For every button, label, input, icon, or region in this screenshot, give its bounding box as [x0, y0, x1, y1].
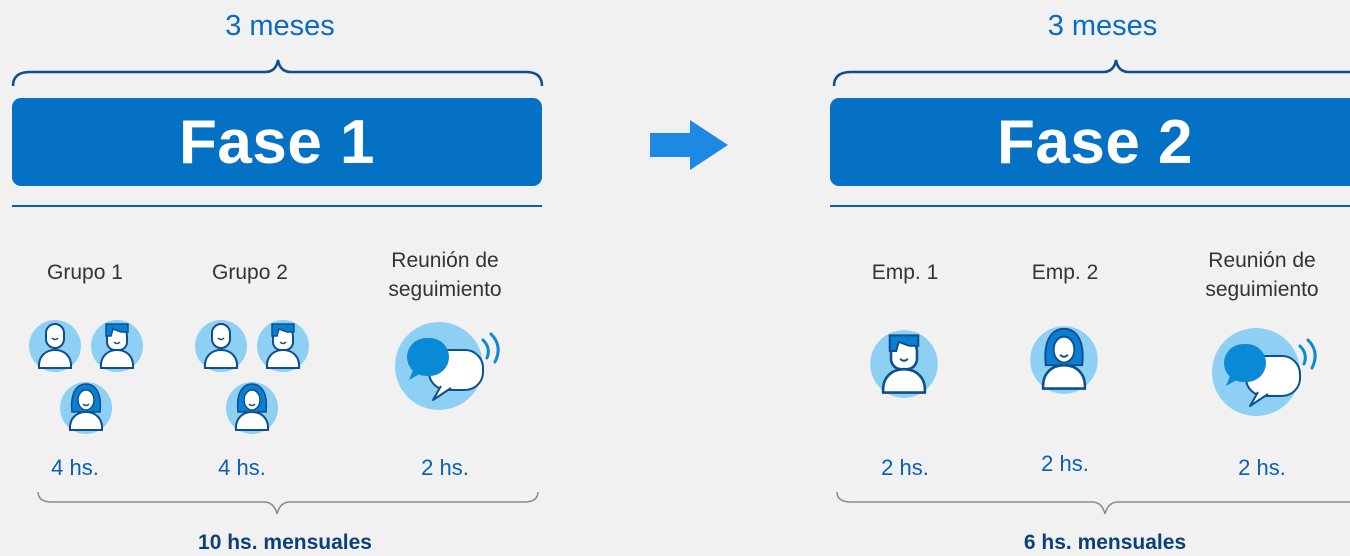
column-label-grupo-2: Grupo 2: [212, 261, 288, 284]
phase-2-title: Fase 2: [830, 98, 1350, 186]
column-label-grupo-1: Grupo 1: [47, 261, 123, 284]
hours-grupo-2: 4 hs.: [218, 455, 266, 480]
phase-2-duration: 3 meses: [1047, 10, 1158, 42]
phase-1-duration: 3 meses: [225, 10, 335, 42]
chat-bubbles-icon: [393, 320, 500, 412]
column-label-emp-2: Emp. 2: [1031, 261, 1099, 284]
hours-emp-1: 2 hs.: [881, 455, 929, 480]
phase-2-total: 6 hs. mensuales: [1023, 531, 1187, 554]
column-label-reunion-2: Reunión de seguimiento: [1205, 249, 1319, 301]
group-icon: [194, 319, 310, 435]
bottom-brace-phase-2: [836, 491, 1350, 515]
phase-2-panel: 3 meses Fase 2 Emp. 1 Emp. 2 Reunión de …: [815, 0, 1350, 555]
phase-1-divider: [12, 205, 542, 207]
top-brace-phase-2: [832, 59, 1350, 87]
hours-reunion-2: 2 hs.: [1238, 455, 1286, 480]
phase-1-total: 10 hs. mensuales: [198, 531, 372, 554]
bottom-brace-phase-1: [37, 491, 539, 515]
hours-grupo-1: 4 hs.: [51, 455, 99, 480]
arrow-right-icon: [650, 120, 728, 170]
chat-bubbles-icon: [1210, 326, 1317, 418]
phase-1-title: Fase 1: [12, 98, 542, 186]
hours-emp-2: 2 hs.: [1041, 451, 1089, 476]
group-icon: [28, 319, 144, 435]
top-brace-phase-1: [11, 59, 544, 87]
phase-1-panel: 3 meses Fase 1 Grupo 1 Grupo 2 Reunión d…: [0, 0, 560, 555]
hours-reunion: 2 hs.: [421, 455, 469, 480]
column-label-emp-1: Emp. 1: [871, 261, 939, 284]
phase-2-divider: [830, 205, 1350, 207]
male-user-icon: [868, 328, 940, 400]
female-user-icon: [1028, 324, 1100, 396]
column-label-reunion: Reunión de seguimiento: [388, 249, 502, 301]
